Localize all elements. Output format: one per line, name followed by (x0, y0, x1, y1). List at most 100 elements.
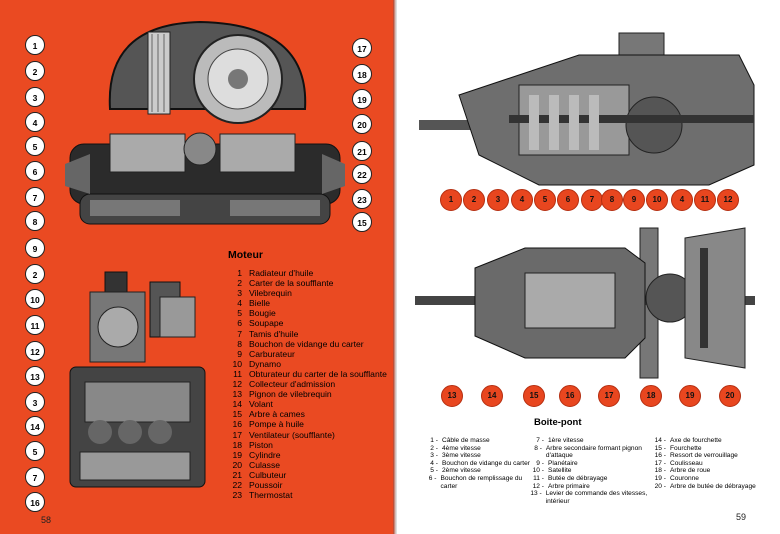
transaxle-callout: 2 (463, 189, 485, 211)
legend-label: Bouchon de vidange du carter (249, 338, 364, 349)
legend-row: 8 -Arbre secondaire formant pignon d'att… (530, 445, 652, 460)
legend-label: Coulisseau (670, 459, 703, 467)
legend-number: 2 - (430, 444, 438, 452)
legend-label: 1ère vitesse (548, 437, 584, 444)
engine-callout: 5 (25, 441, 45, 461)
legend-label: Couronne (670, 474, 699, 482)
legend-row: 14 -Axe de fourchette (652, 437, 770, 445)
legend-number: 13 - (530, 490, 542, 498)
transaxle-callout: 18 (640, 385, 662, 407)
legend-label: Fourchette (670, 444, 702, 452)
legend-number: 18 (232, 439, 242, 450)
legend-number: 22 (232, 479, 242, 490)
legend-label: Bouchon de vidange du carter (442, 459, 530, 467)
legend-label: Poussoir (249, 479, 283, 490)
legend-row: 17 - Coulisseau (652, 460, 770, 468)
engine-callout: 1 (25, 35, 45, 55)
legend-label: Arbre de butée de débrayage (670, 482, 756, 490)
legend-number: 15 - (654, 444, 666, 452)
transaxle-callout: 10 (646, 189, 668, 211)
legend-number: 8 - (534, 444, 542, 452)
legend-row: 9 -Planétaire (530, 460, 652, 468)
legend-row: 13 -Levier de commande des vitesses, int… (530, 490, 652, 505)
page-number: 58 (41, 515, 52, 525)
transaxle-callout: 8 (601, 189, 623, 211)
engine-callout: 5 (25, 136, 45, 156)
engine-callout: 10 (25, 289, 45, 309)
left-page: 1 2 3 4 5 6 7 8 17 18 19 20 21 22 23 15 (0, 0, 395, 534)
section-title: Boite-pont (534, 417, 582, 428)
legend-row: 10 Dynamo (222, 359, 394, 369)
legend-row: 16 -Ressort de verrouillage (652, 452, 770, 460)
section-title: Moteur (228, 249, 263, 261)
legend-label: Piston (249, 439, 273, 450)
engine-callout: 12 (25, 341, 45, 361)
engine-callout: 21 (352, 141, 372, 161)
legend-number: 11 (233, 368, 242, 379)
legend-label: Vilebrequin (249, 288, 292, 299)
transaxle-callout: 15 (523, 385, 545, 407)
engine-callout: 20 (352, 114, 372, 134)
legend-row: 22 Poussoir (222, 480, 394, 490)
legend-number: 16 - (654, 452, 666, 460)
transaxle-callout: 1 (440, 189, 462, 211)
right-page: 1 2 3 4 5 6 7 8 9 10 4 11 12 13 14 15 16… (397, 0, 780, 534)
legend-number: 17 - (654, 459, 666, 467)
legend-label: Volant (249, 399, 273, 410)
legend-label: Ventilateur (soufflante) (249, 429, 335, 440)
legend-row: 15 - Fourchette (652, 445, 770, 453)
engine-callout: 9 (25, 238, 45, 258)
engine-callout: 7 (25, 187, 45, 207)
legend-label: Câble de masse (442, 437, 490, 444)
legend-number: 4 - (430, 459, 438, 467)
transaxle-callout: 16 (559, 385, 581, 407)
engine-callout: 18 (352, 64, 372, 84)
transaxle-callout: 20 (719, 385, 741, 407)
engine-cutaway-illustration (65, 20, 345, 225)
engine-callout: 3 (25, 392, 45, 412)
legend-label: 4ème vitesse (442, 444, 481, 452)
transaxle-callout: 19 (679, 385, 701, 407)
legend-number: 8 (237, 338, 242, 349)
legend-number: 18 - (654, 467, 666, 475)
engine-callout: 6 (25, 161, 45, 181)
legend-number: 16 (232, 419, 242, 430)
legend-number: 7 - (536, 437, 544, 444)
legend-label: Axe de fourchette (670, 437, 722, 444)
legend-row: 2 - 4ème vitesse (424, 445, 530, 453)
legend-label: Arbre à cames (249, 409, 305, 420)
engine-callout: 3 (25, 87, 45, 107)
legend-number: 20 - (654, 482, 666, 490)
engine-callout: 8 (25, 211, 45, 231)
transaxle-callout: 9 (623, 189, 645, 211)
legend-label: Dynamo (249, 358, 281, 369)
legend-label: Arbre primaire (548, 482, 590, 490)
legend-number: 10 (232, 358, 242, 369)
legend-number: 21 (232, 469, 242, 480)
engine-side-cutaway-illustration (69, 271, 206, 488)
engine-callout: 15 (352, 212, 372, 232)
transaxle-callout: 5 (534, 189, 556, 211)
legend-label: Bouchon de remplissage du carter (440, 474, 523, 490)
legend-number: 20 (232, 459, 242, 470)
engine-callout: 4 (25, 112, 45, 132)
legend-label: Carter de la soufflante (249, 278, 334, 289)
legend-label: Tamis d'huile (249, 328, 299, 339)
legend-number: 17 (232, 429, 242, 440)
legend-number: 1 - (430, 437, 438, 444)
engine-callout: 22 (352, 164, 372, 184)
